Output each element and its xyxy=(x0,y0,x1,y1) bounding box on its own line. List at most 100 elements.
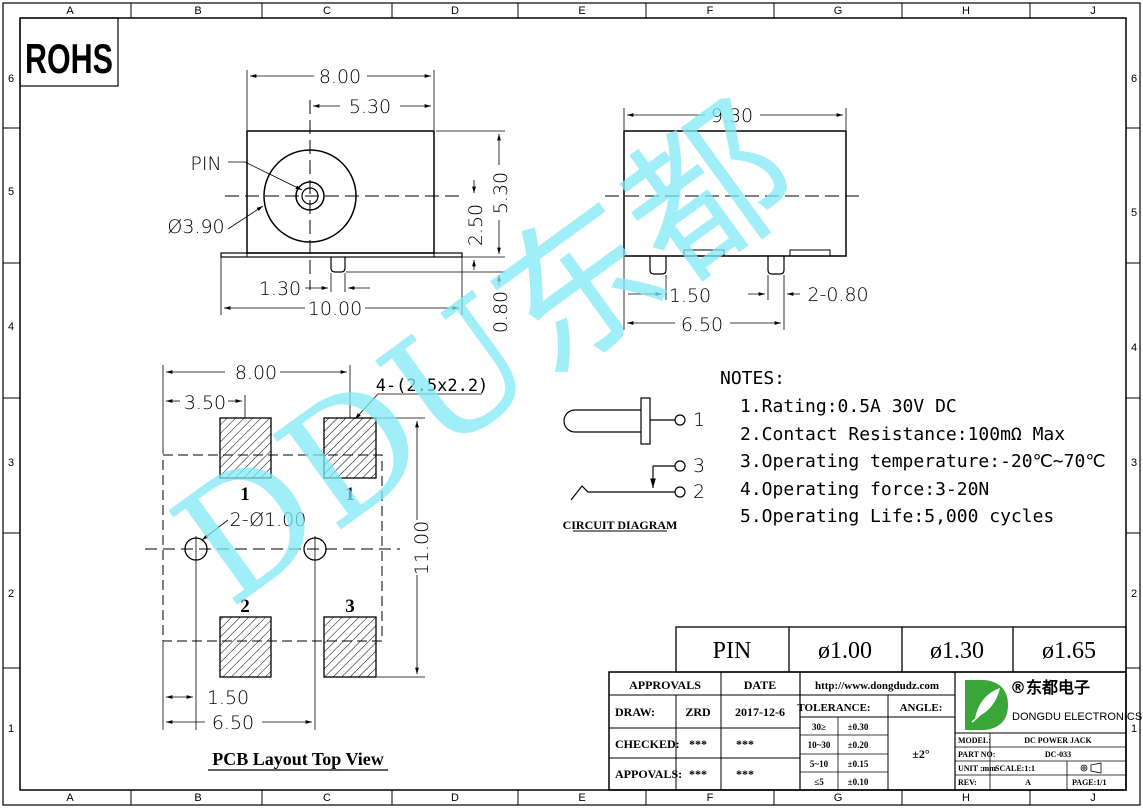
col-label: C xyxy=(323,5,331,17)
tolerance-range: 10~30 xyxy=(808,740,831,750)
col-label: A xyxy=(66,5,74,17)
note-item: 1.Rating:0.5A 30V DC xyxy=(740,396,957,417)
col-label: A xyxy=(66,792,74,804)
col-label: B xyxy=(194,5,201,17)
row-label: 5 xyxy=(1131,207,1137,219)
tolerance-range: 30≥ xyxy=(812,722,826,732)
row-label: DRAW: xyxy=(615,705,655,719)
note-item: 4.Operating force:3-20N xyxy=(740,479,989,500)
pcb-dimensions: 8.00 3.50 4-(2.5x2.2) 2-Ø1.00 11.00 1 1 … xyxy=(184,362,488,769)
row-label: 2 xyxy=(8,588,14,600)
col-label: E xyxy=(578,792,585,804)
pcb-layout xyxy=(145,365,482,771)
company-logo xyxy=(965,680,1008,730)
tolerance-range: 5~10 xyxy=(810,759,829,769)
rev-value: A xyxy=(1025,778,1031,787)
col-label: J xyxy=(1090,792,1096,804)
model-label: MODEL: xyxy=(958,736,991,745)
dim-front-width: 8.00 xyxy=(319,66,361,88)
dim-height-total: 5.30 xyxy=(490,172,512,214)
pin-table-value: ø1.00 xyxy=(818,638,872,664)
dim-side-span: 6.50 xyxy=(681,314,723,336)
row-date: 2017-12-6 xyxy=(735,705,785,719)
pad-label: 1 xyxy=(240,484,250,505)
dim-base-width: 10.00 xyxy=(308,298,362,320)
col-label: D xyxy=(451,792,459,804)
dim-side-length: 9.30 xyxy=(711,105,753,127)
side-view xyxy=(605,108,865,330)
projection-icon xyxy=(1080,762,1102,774)
dim-diameter: Ø3.90 xyxy=(167,216,224,238)
tolerance-label: TOLERANCE: xyxy=(797,702,870,714)
row-label: 5 xyxy=(8,186,14,198)
tolerance-value: ±0.20 xyxy=(848,740,869,750)
col-label: J xyxy=(1090,5,1096,17)
part-label: PART NO: xyxy=(958,750,995,759)
notes-title: NOTES: xyxy=(720,368,785,389)
row-label: 6 xyxy=(1131,73,1137,85)
pad-label: 2 xyxy=(240,596,250,617)
angle-label: ANGLE: xyxy=(900,702,943,714)
notes: NOTES: 1.Rating:0.5A 30V DC 2.Contact Re… xyxy=(720,368,1106,527)
col-label: D xyxy=(451,5,459,17)
row-name: ZRD xyxy=(685,705,711,719)
front-view-dimensions: 8.00 5.30 PIN Ø3.90 2.50 5.30 1.30 10.00… xyxy=(167,66,512,333)
dim-pcb-height: 11.00 xyxy=(411,521,433,575)
angle-value: ±2° xyxy=(912,747,930,761)
rev-label: REV: xyxy=(958,778,977,787)
pad-label: 3 xyxy=(345,596,355,617)
pcb-title: PCB Layout Top View xyxy=(212,749,384,769)
row-label: 4 xyxy=(1131,342,1137,354)
row-label: 3 xyxy=(8,457,14,469)
note-item: 5.Operating Life:5,000 cycles xyxy=(740,506,1054,527)
row-label: APPOVALS: xyxy=(615,767,682,781)
row-name: *** xyxy=(689,737,707,751)
pin-table-header: PIN xyxy=(713,638,752,664)
part-value: DC-033 xyxy=(1045,750,1071,759)
circuit-pin-3: 3 xyxy=(693,455,705,477)
page-label: PAGE:1/1 xyxy=(1072,778,1107,787)
company-name-cn: ®东都电子 xyxy=(1010,678,1090,697)
row-label: 4 xyxy=(8,321,14,333)
col-label: E xyxy=(578,5,585,17)
unit-label: UNIT :mm xyxy=(958,764,996,773)
row-label: 1 xyxy=(8,723,14,735)
col-label: F xyxy=(707,792,714,804)
circuit-labels: 1 3 2 CIRCUIT DIAGRAM xyxy=(563,409,705,532)
date-header: DATE xyxy=(744,678,776,692)
pad-label: 1 xyxy=(345,484,355,505)
col-label: G xyxy=(834,5,843,17)
row-label: 2 xyxy=(1131,588,1137,600)
dim-pcb-hole: 2-Ø1.00 xyxy=(230,509,307,531)
row-name: *** xyxy=(689,767,707,781)
row-labels-left: 6 5 4 3 2 1 xyxy=(8,73,14,735)
note-item: 3.Operating temperature:-20℃~70℃ xyxy=(740,451,1106,472)
pin-label: PIN xyxy=(190,153,221,175)
pin-table-text: PIN ø1.00 ø1.30 ø1.65 xyxy=(713,638,1096,664)
tolerance-value: ±0.15 xyxy=(848,759,869,769)
tolerance-value: ±0.10 xyxy=(848,777,869,787)
row-label: 3 xyxy=(1131,457,1137,469)
dim-pcb-offset: 3.50 xyxy=(184,392,226,414)
row-date: *** xyxy=(736,767,754,781)
dim-pcb-pads: 4-(2.5x2.2) xyxy=(376,376,489,396)
dim-side-pin-spacing: 1.50 xyxy=(669,285,711,307)
pin-table-value: ø1.65 xyxy=(1042,638,1096,664)
note-item: 2.Contact Resistance:100mΩ Max xyxy=(740,424,1065,445)
front-view xyxy=(220,70,505,315)
row-labels-right: 6 5 4 3 2 1 xyxy=(1131,73,1137,735)
circuit-diagram xyxy=(563,397,686,532)
col-label: G xyxy=(834,792,843,804)
dim-pcb-hole-span: 6.50 xyxy=(212,712,254,734)
col-label: H xyxy=(962,792,970,804)
column-labels-top: A B C D E F G H J xyxy=(66,5,1095,17)
circuit-pin-2: 2 xyxy=(693,481,705,503)
dim-side-pin-width: 2-0.80 xyxy=(807,284,868,306)
tolerance-range: ≤5 xyxy=(814,777,824,787)
col-label: F xyxy=(707,5,714,17)
rohs-box xyxy=(19,17,119,87)
dim-pin-offset: 1.30 xyxy=(259,278,301,300)
column-labels-bottom: A B C D E F G H J xyxy=(66,792,1095,804)
side-view-dimensions: 9.30 1.50 2-0.80 6.50 xyxy=(669,105,869,336)
